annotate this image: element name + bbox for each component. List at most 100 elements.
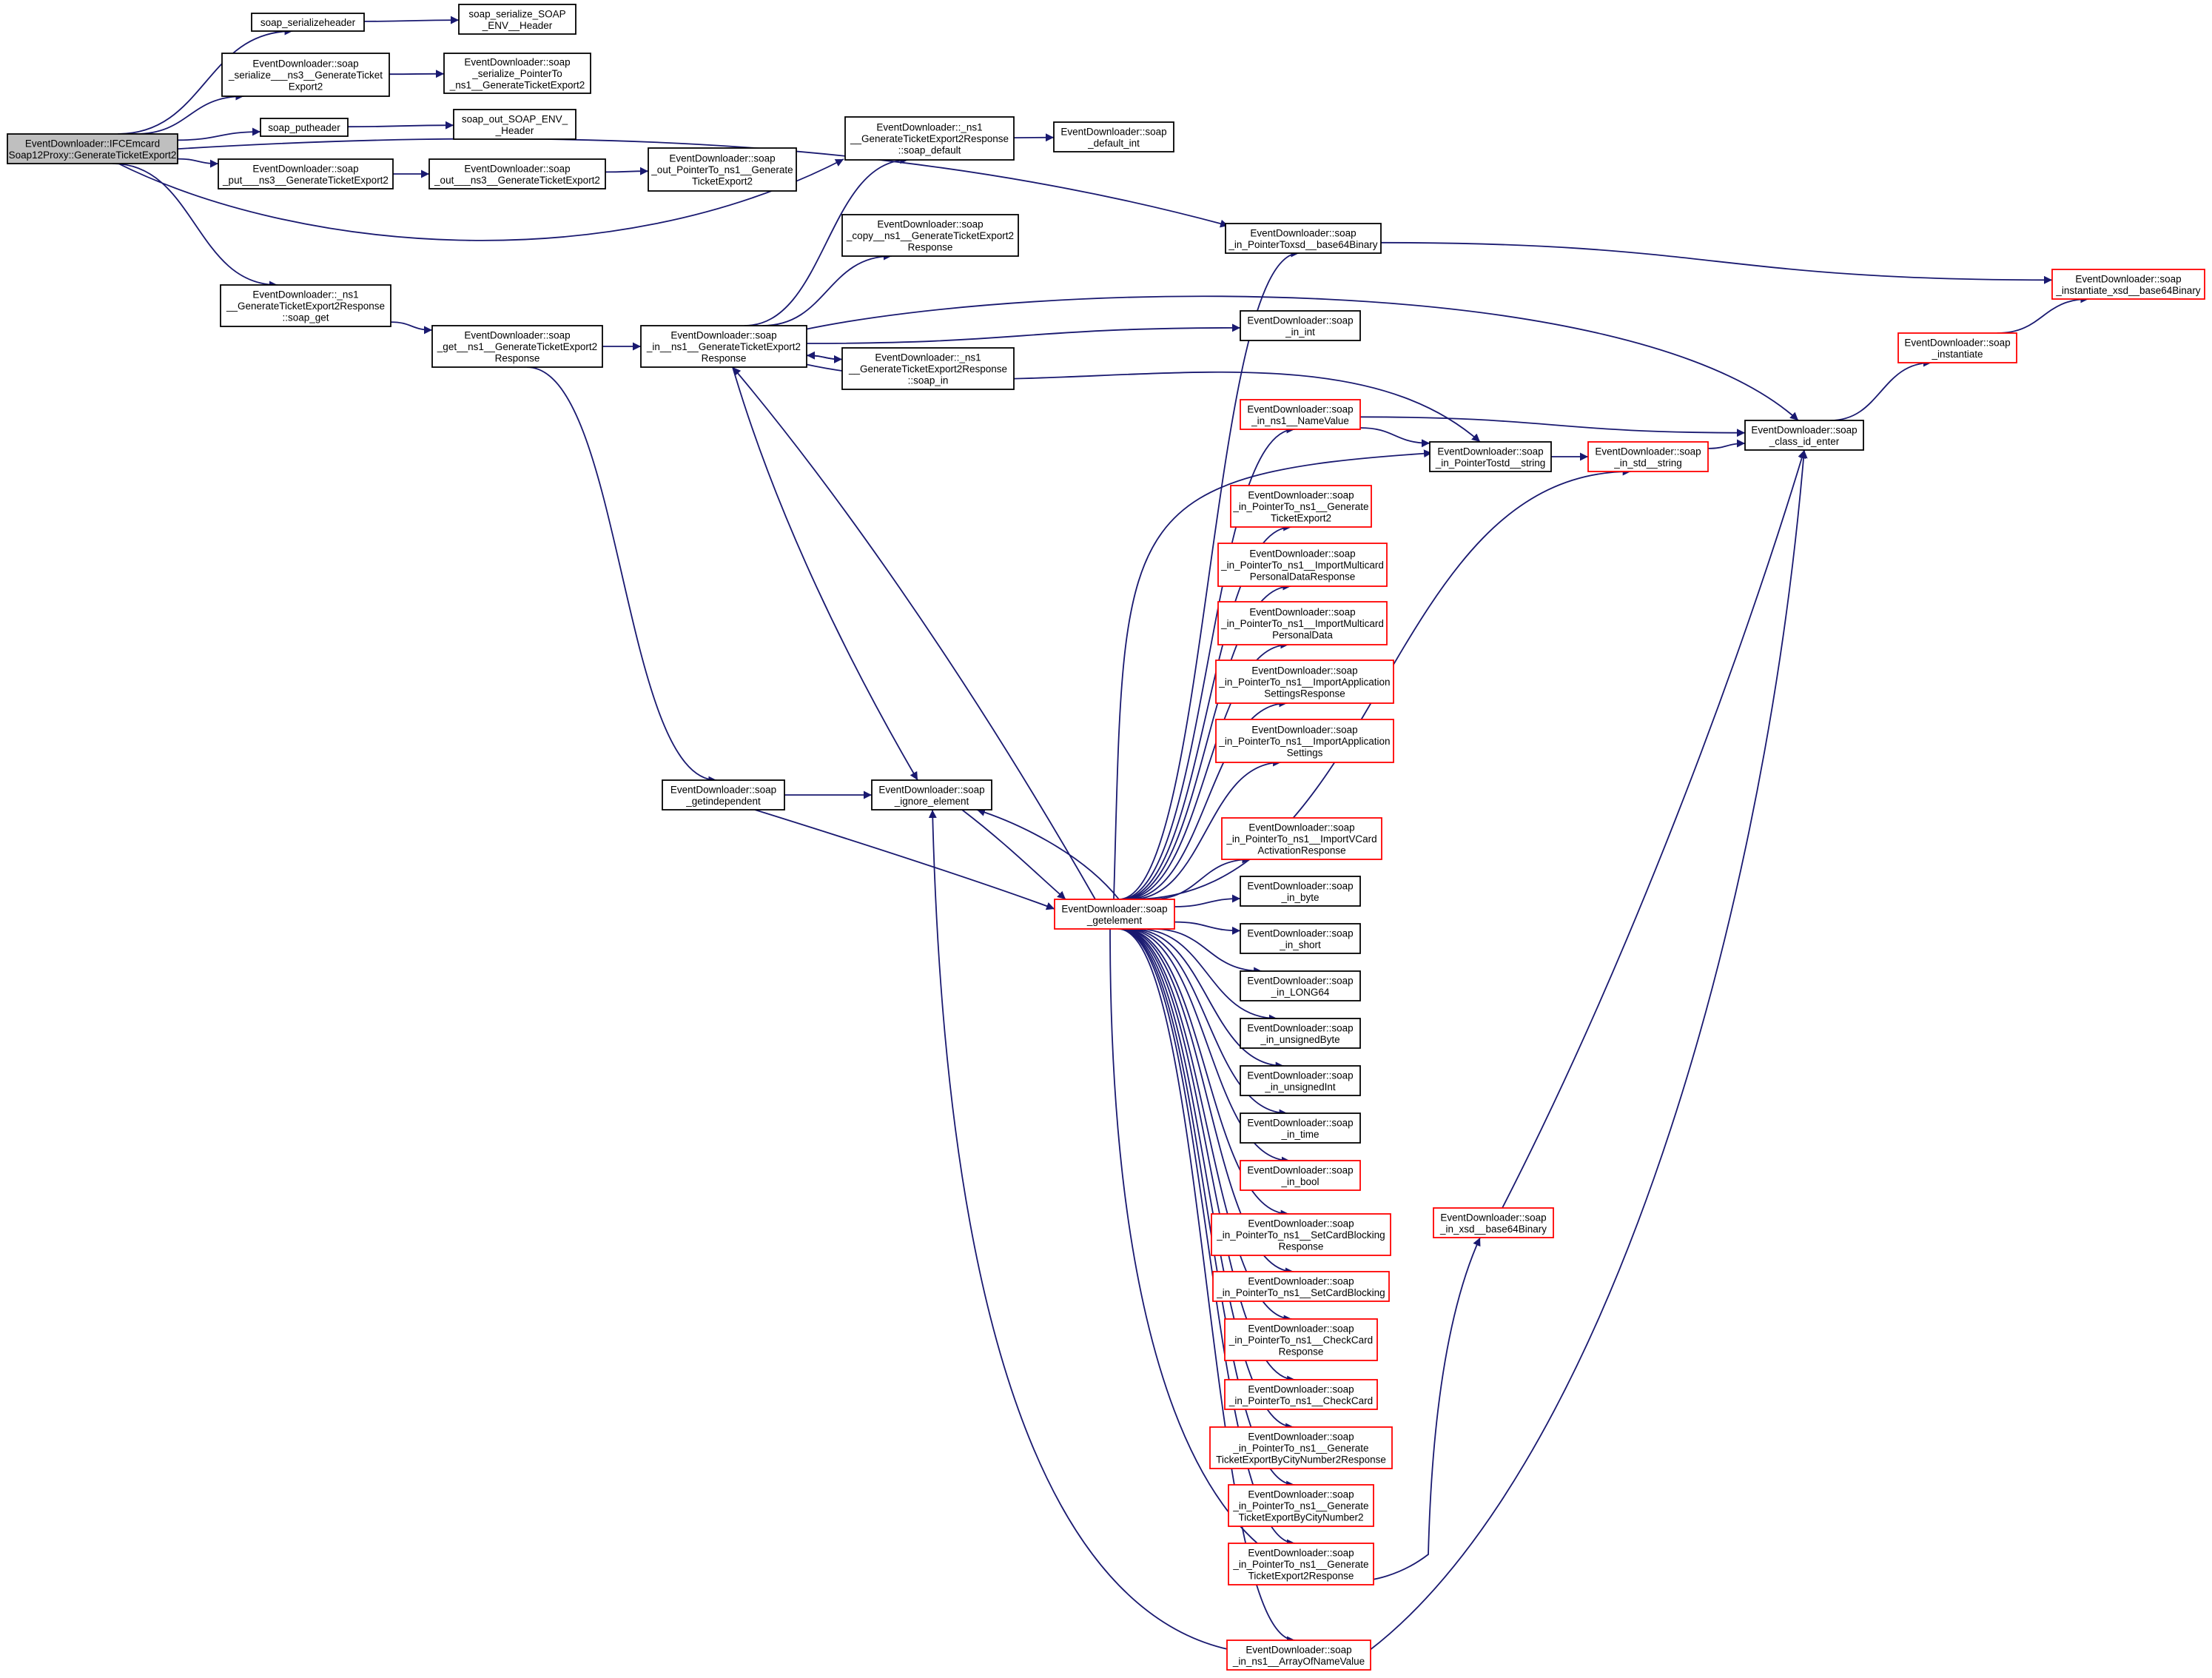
node-ccr[interactable]: EventDownloader::soap_in_PointerTo_ns1__… xyxy=(1224,1318,1378,1361)
node-box xyxy=(1228,1543,1374,1585)
node-cc[interactable]: EventDownloader::soap_in_PointerTo_ns1__… xyxy=(1224,1379,1378,1410)
edge-line xyxy=(961,809,1066,900)
node-copy[interactable]: EventDownloader::soap_copy__ns1__Generat… xyxy=(841,214,1019,257)
node-inint[interactable]: EventDownloader::soap_in_int xyxy=(1240,310,1361,341)
node-byte[interactable]: EventDownloader::soap_in_byte xyxy=(1240,876,1361,907)
node-xsdb64[interactable]: EventDownloader::soap_in_xsd__base64Bina… xyxy=(1433,1207,1554,1238)
node-scb[interactable]: EventDownloader::soap_in_PointerTo_ns1__… xyxy=(1212,1271,1390,1302)
edge-line xyxy=(1125,928,1290,1165)
node-label-line: EventDownloader::soap xyxy=(1249,607,1355,618)
node-short[interactable]: EventDownloader::soap_in_short xyxy=(1240,923,1361,954)
node-outptr[interactable]: EventDownloader::soap_out_PointerTo_ns1_… xyxy=(648,147,797,192)
node-namevalue[interactable]: EventDownloader::soap_in_ns1__NameValue xyxy=(1240,399,1361,430)
node-label-line: EventDownloader::soap xyxy=(1248,1489,1354,1500)
node-uint[interactable]: EventDownloader::soap_in_unsignedInt xyxy=(1240,1065,1361,1096)
node-label-line: soap_putheader xyxy=(268,122,340,133)
node-box xyxy=(1429,441,1552,472)
edge-getelem-to-uint xyxy=(1131,928,1284,1070)
node-puthdr[interactable]: soap_putheader xyxy=(260,118,349,137)
node-inptrb64[interactable]: EventDownloader::soap_in_PointerToxsd__b… xyxy=(1225,223,1382,254)
node-label-line: Response xyxy=(702,353,747,364)
node-impasr[interactable]: EventDownloader::soap_in_PointerTo_ns1__… xyxy=(1215,660,1394,704)
node-defint[interactable]: EventDownloader::soap_default_int xyxy=(1053,121,1174,152)
node-label-line: soap_serializeheader xyxy=(260,17,356,28)
node-out3[interactable]: EventDownloader::soap_out___ns3__Generat… xyxy=(428,158,606,189)
node-label-line: _in_PointerTo_ns1__SetCardBlocking xyxy=(1216,1229,1385,1241)
node-serptr[interactable]: EventDownloader::soap_serialize_PointerT… xyxy=(443,53,591,94)
node-time[interactable]: EventDownloader::soap_in_time xyxy=(1240,1112,1361,1144)
node-label-line: EventDownloader::soap xyxy=(1061,903,1167,914)
node-impmpd[interactable]: EventDownloader::soap_in_PointerTo_ns1__… xyxy=(1217,601,1388,645)
node-gtecnr[interactable]: EventDownloader::soap_in_PointerTo_ns1__… xyxy=(1209,1426,1393,1469)
node-label-line: EventDownloader::soap xyxy=(1751,424,1857,435)
node-impmpdr[interactable]: EventDownloader::soap_in_PointerTo_ns1__… xyxy=(1217,543,1388,587)
edge-in-to-inint xyxy=(806,323,1241,344)
node-root[interactable]: EventDownloader::IFCEmcardSoap12Proxy::G… xyxy=(7,133,178,164)
node-label-line: Response xyxy=(1279,1346,1324,1357)
node-getelem[interactable]: EventDownloader::soap_getelement xyxy=(1054,899,1175,930)
node-instd[interactable]: EventDownloader::soap_in_std__string xyxy=(1587,441,1709,472)
edge-line xyxy=(754,809,1055,910)
node-box xyxy=(2051,269,2205,300)
node-vcard[interactable]: EventDownloader::soap_in_PointerTo_ns1__… xyxy=(1221,817,1382,860)
node-box xyxy=(1897,332,2017,363)
node-ptrstd[interactable]: EventDownloader::soap_in_PointerTostd__s… xyxy=(1429,441,1552,472)
node-label-line: _in_PointerTo_ns1__SetCardBlocking xyxy=(1216,1287,1385,1298)
node-outenv[interactable]: soap_out_SOAP_ENV__Header xyxy=(453,109,576,140)
node-soapget[interactable]: EventDownloader::_ns1__GenerateTicketExp… xyxy=(220,284,391,327)
node-label-line: _in_bool xyxy=(1280,1176,1319,1187)
node-getindep[interactable]: EventDownloader::soap_getindependent xyxy=(662,779,785,811)
node-label-line: _out___ns3__GenerateTicketExport2 xyxy=(434,175,600,186)
node-label-line: soap_serialize_SOAP xyxy=(468,8,565,19)
node-instb64[interactable]: EventDownloader::soap_instantiate_xsd__b… xyxy=(2051,269,2205,300)
node-serhdr[interactable]: soap_serializeheader xyxy=(251,13,365,32)
edge-getelem-to-impas xyxy=(1130,758,1282,900)
node-gte2r[interactable]: EventDownloader::soap_in_PointerTo_ns1__… xyxy=(1228,1543,1374,1585)
edge-line xyxy=(132,138,1229,228)
node-in[interactable]: EventDownloader::soap_in__ns1__GenerateT… xyxy=(640,325,807,368)
node-box xyxy=(1240,399,1361,430)
node-label-line: EventDownloader::soap xyxy=(1250,227,1356,238)
node-gte2[interactable]: EventDownloader::soap_in_PointerTo_ns1__… xyxy=(1230,485,1372,528)
node-box xyxy=(260,118,349,137)
node-label-line: _in_PointerTo_ns1__Generate xyxy=(1232,501,1368,512)
edge-instantiate-to-instb64 xyxy=(1997,295,2089,334)
node-instantiate[interactable]: EventDownloader::soap_instantiate xyxy=(1897,332,2017,363)
node-label-line: EventDownloader::soap xyxy=(1251,725,1357,736)
node-soapin[interactable]: EventDownloader::_ns1__GenerateTicketExp… xyxy=(841,347,1015,390)
node-label-line: EventDownloader::soap xyxy=(1248,1218,1354,1229)
node-ser3[interactable]: EventDownloader::soap_serialize___ns3__G… xyxy=(221,53,390,97)
node-impas[interactable]: EventDownloader::soap_in_PointerTo_ns1__… xyxy=(1215,719,1394,763)
node-put3[interactable]: EventDownloader::soap_put___ns3__Generat… xyxy=(218,158,394,189)
node-bool[interactable]: EventDownloader::soap_in_bool xyxy=(1240,1160,1361,1191)
node-box xyxy=(844,116,1015,161)
node-gtecn[interactable]: EventDownloader::soap_in_PointerTo_ns1__… xyxy=(1228,1484,1374,1527)
node-label-line: Response xyxy=(495,353,540,364)
node-classid[interactable]: EventDownloader::soap_class_id_enter xyxy=(1744,420,1864,451)
node-get[interactable]: EventDownloader::soap_get__ns1__Generate… xyxy=(431,325,603,368)
node-long64[interactable]: EventDownloader::soap_in_LONG64 xyxy=(1240,970,1361,1001)
edge-line xyxy=(390,321,433,335)
node-ignore[interactable]: EventDownloader::soap_ignore_element xyxy=(871,779,992,811)
node-ubyte[interactable]: EventDownloader::soap_in_unsignedByte xyxy=(1240,1018,1361,1049)
edge-getelem-to-arrnv xyxy=(1117,928,1296,1645)
edge-line xyxy=(1359,427,1431,448)
edge-root-to-soapdefault xyxy=(118,158,844,241)
node-arrnv[interactable]: EventDownloader::soap_in_ns1__ArrayOfNam… xyxy=(1226,1640,1371,1671)
node-label-line: soap_out_SOAP_ENV_ xyxy=(462,113,568,124)
edge-getelem-to-bool xyxy=(1125,928,1290,1165)
node-label-line: _in_PointerTo_ns1__ImportMulticard xyxy=(1220,618,1384,629)
node-label-line: _serialize___ns3__GenerateTicket xyxy=(228,70,383,81)
edge-inptrb64-to-instb64 xyxy=(1380,241,2053,284)
edge-line xyxy=(744,155,909,326)
edge-line xyxy=(1123,928,1289,1218)
edge-line xyxy=(1830,358,1932,421)
node-label-line: _in_PointerTo_ns1__ImportApplication xyxy=(1218,677,1390,688)
node-serenv[interactable]: soap_serialize_SOAP_ENV__Header xyxy=(458,4,576,35)
edge-getelem-to-ubyte xyxy=(1137,928,1277,1023)
node-label-line: EventDownloader::soap xyxy=(1247,880,1353,891)
node-scbr[interactable]: EventDownloader::soap_in_PointerTo_ns1__… xyxy=(1211,1213,1391,1256)
node-soapdefault[interactable]: EventDownloader::_ns1__GenerateTicketExp… xyxy=(844,116,1015,161)
node-label-line: __GenerateTicketExport2Response xyxy=(850,133,1009,144)
node-box xyxy=(458,4,576,35)
